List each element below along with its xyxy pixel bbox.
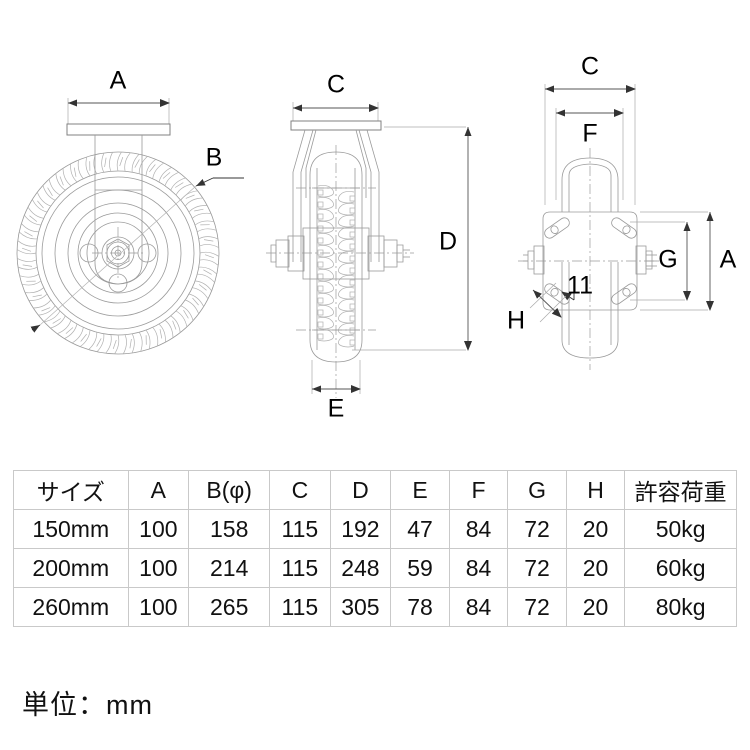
table-header-6: F [448, 470, 509, 510]
fork-and-plate [66, 123, 171, 285]
side-axle [266, 227, 414, 280]
side-view: C [266, 71, 472, 423]
table-header-5: E [390, 470, 450, 510]
table-cell-r1c3: 115 [269, 548, 331, 588]
front-dim-b: B [30, 144, 244, 333]
side-top-plate [290, 120, 382, 131]
top-dim-c: C [544, 53, 636, 205]
label-f-top: F [582, 120, 597, 148]
label-d-side: D [439, 228, 457, 256]
table-header-0: サイズ [13, 470, 129, 510]
table-cell-r0c6: 84 [448, 509, 509, 549]
table-cell-r1c9: 60kg [624, 548, 737, 588]
table-cell-r2c2: 265 [188, 587, 271, 627]
table-cell-r1c0: 200mm [13, 548, 129, 588]
table-cell-r0c8: 20 [565, 509, 626, 549]
table-cell-r0c3: 115 [269, 509, 331, 549]
top-wheel-outline [561, 157, 619, 359]
table-cell-r1c8: 20 [565, 548, 626, 588]
side-dim-e: E [311, 360, 361, 423]
table-cell-r1c1: 100 [127, 548, 190, 588]
front-dim-a: A [67, 67, 170, 128]
table-cell-r2c4: 305 [329, 587, 392, 627]
table-header-1: A [127, 470, 190, 510]
table-cell-r2c6: 84 [448, 587, 509, 627]
table-cell-r0c9: 50kg [624, 509, 737, 549]
label-g-top: G [658, 246, 677, 274]
table-header-4: D [329, 470, 392, 510]
table-cell-r1c2: 214 [188, 548, 271, 588]
technical-drawing: A [16, 53, 737, 423]
top-dim-g: G [630, 221, 691, 301]
top-slot-note: 11 [561, 272, 593, 301]
table-cell-r2c7: 72 [507, 587, 567, 627]
unit-note: 単位：mm [22, 690, 153, 720]
top-view: C F [507, 53, 737, 370]
front-view: A [16, 67, 244, 355]
label-e-side: E [328, 395, 345, 423]
side-dim-d: D [352, 126, 472, 351]
side-tread-pattern [317, 185, 356, 348]
table-header-2: B(φ) [188, 470, 271, 510]
wheel-hub [79, 227, 157, 293]
table-cell-r0c5: 47 [390, 509, 450, 549]
table-header-8: H [565, 470, 626, 510]
table-cell-r0c4: 192 [329, 509, 392, 549]
wheel-tire [16, 151, 220, 355]
table-cell-r0c7: 72 [507, 509, 567, 549]
label-11-top: 11 [567, 272, 593, 300]
table-header-3: C [269, 470, 331, 510]
label-b-front: B [206, 144, 223, 172]
table-cell-r0c2: 158 [188, 509, 271, 549]
table-cell-r1c4: 248 [329, 548, 392, 588]
side-dim-c: C [292, 71, 379, 124]
top-dim-h: H [507, 282, 567, 335]
table-cell-r2c1: 100 [127, 587, 190, 627]
top-dim-a: A [640, 211, 737, 311]
label-c-side: C [327, 71, 345, 99]
table-cell-r1c7: 72 [507, 548, 567, 588]
label-h-top: H [507, 307, 525, 335]
label-c-top: C [581, 53, 599, 81]
table-cell-r0c1: 100 [127, 509, 190, 549]
label-a-top: A [720, 246, 737, 274]
table-cell-r2c9: 80kg [624, 587, 737, 627]
label-a-front: A [110, 67, 127, 95]
table-cell-r2c5: 78 [390, 587, 450, 627]
top-dim-f: F [555, 108, 624, 200]
table-header-7: G [507, 470, 567, 510]
table-cell-r1c5: 59 [390, 548, 450, 588]
table-cell-r2c3: 115 [269, 587, 331, 627]
table-cell-r1c6: 84 [448, 548, 509, 588]
table-cell-r2c8: 20 [565, 587, 626, 627]
table-cell-r0c0: 150mm [13, 509, 129, 549]
table-cell-r2c0: 260mm [13, 587, 129, 627]
table-header-9: 許容荷重 [624, 470, 737, 510]
